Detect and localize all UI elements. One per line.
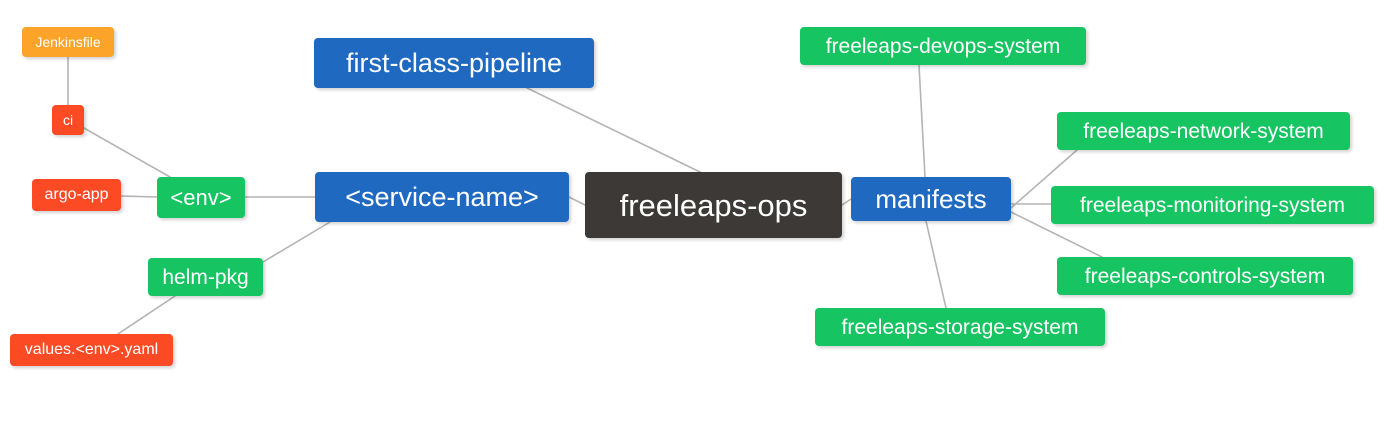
mindmap-node-ci[interactable]: ci [52,105,84,135]
mindmap-node-freeleaps-monitoring-system[interactable]: freeleaps-monitoring-system [1051,186,1374,224]
node-label-root: freeleaps-ops [619,187,808,223]
edge-root-to-first-class-pipeline [526,87,701,173]
mindmap-node-freeleaps-controls-system[interactable]: freeleaps-controls-system [1057,257,1353,295]
node-label-jenkinsfile: Jenkinsfile [35,34,101,50]
node-label-service-name: <service-name> [345,181,539,212]
mindmap-node-first-class-pipeline[interactable]: first-class-pipeline [314,38,594,88]
edge-root-to-service-name [568,196,586,206]
edge-manifests-to-freeleaps-devops-system [918,64,926,178]
mindmap-node-freeleaps-storage-system[interactable]: freeleaps-storage-system [815,308,1105,346]
mindmap-node-root[interactable]: freeleaps-ops [585,172,842,238]
node-label-freeleaps-monitoring-system: freeleaps-monitoring-system [1080,193,1345,217]
edge-service-name-to-helm-pkg [262,221,331,263]
mindmap-node-service-name[interactable]: <service-name> [315,172,569,222]
node-label-manifests: manifests [875,184,987,214]
node-label-freeleaps-controls-system: freeleaps-controls-system [1084,264,1326,288]
edge-manifests-to-freeleaps-storage-system [925,220,947,309]
mindmap-node-jenkinsfile[interactable]: Jenkinsfile [22,27,114,57]
mindmap-node-helm-pkg[interactable]: helm-pkg [148,258,263,296]
node-label-values-yaml: values.<env>.yaml [24,341,159,358]
node-label-env: <env> [170,184,232,210]
mindmap-node-manifests[interactable]: manifests [851,177,1011,221]
edge-root-to-manifests [841,198,852,206]
node-label-helm-pkg: helm-pkg [162,265,249,289]
node-label-first-class-pipeline: first-class-pipeline [345,47,563,78]
mindmap-node-env[interactable]: <env> [157,177,245,218]
edge-helm-pkg-to-values-yaml [117,295,176,335]
node-label-freeleaps-network-system: freeleaps-network-system [1083,119,1324,143]
mindmap-node-freeleaps-network-system[interactable]: freeleaps-network-system [1057,112,1350,150]
edge-env-to-argo-app [120,195,158,198]
mindmap-node-values-yaml[interactable]: values.<env>.yaml [10,334,173,366]
mindmap-node-argo-app[interactable]: argo-app [32,179,121,211]
node-label-ci: ci [62,112,74,128]
node-label-freeleaps-devops-system: freeleaps-devops-system [825,34,1061,58]
edge-env-to-ci [83,127,171,178]
mindmap-node-freeleaps-devops-system[interactable]: freeleaps-devops-system [800,27,1086,65]
node-label-freeleaps-storage-system: freeleaps-storage-system [841,315,1079,339]
node-label-argo-app: argo-app [44,186,109,203]
